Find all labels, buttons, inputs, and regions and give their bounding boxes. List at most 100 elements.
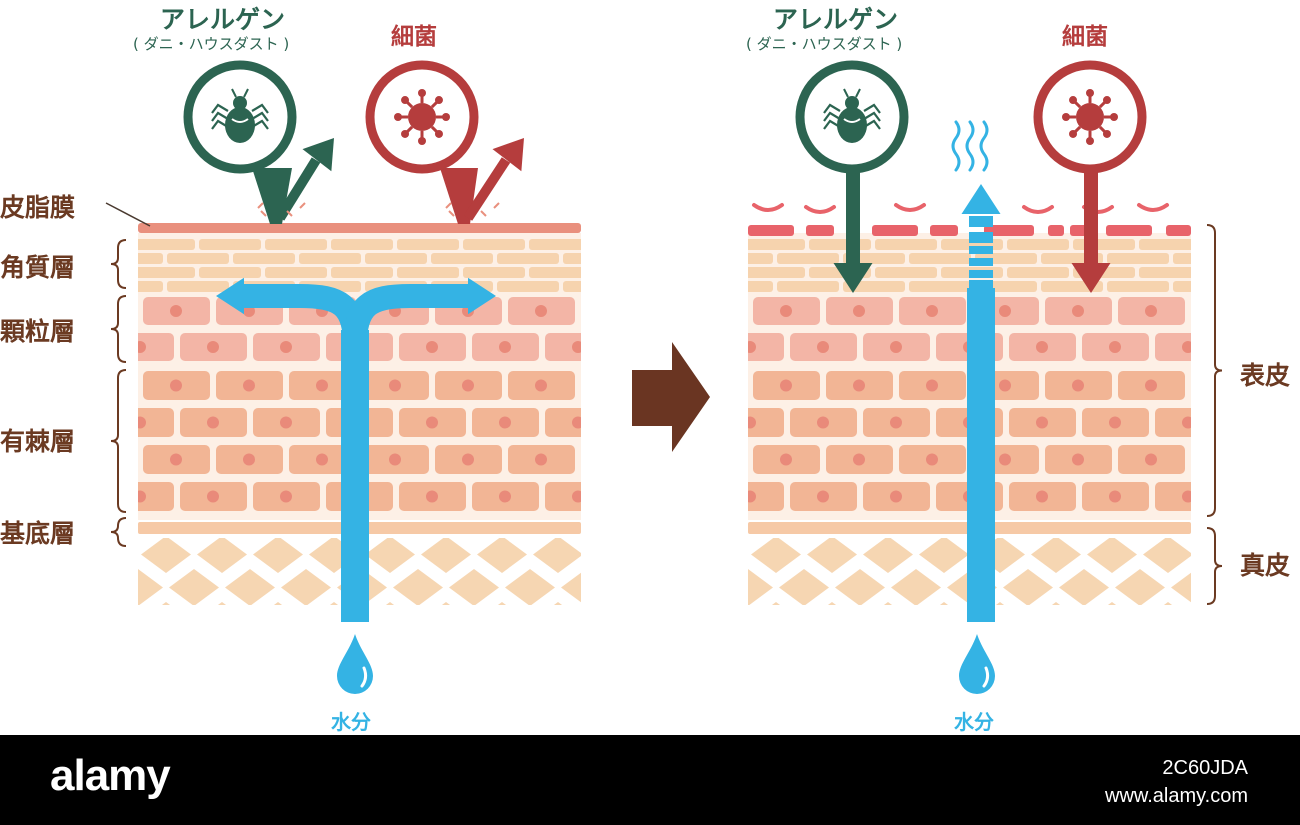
corneum-cell — [748, 281, 773, 292]
impact-spark — [260, 210, 267, 217]
corneum-cell — [138, 267, 195, 278]
water-branch-right — [343, 284, 470, 346]
epidermal-cell — [138, 333, 174, 361]
cell-nucleus — [426, 416, 438, 429]
corneum-cell — [265, 267, 327, 278]
dermis-cell — [141, 538, 191, 573]
cell-nucleus — [1072, 379, 1084, 392]
water-escape-arrowhead — [961, 184, 1001, 214]
water-escape-dash — [969, 280, 993, 288]
water-arrowhead-left — [216, 277, 244, 315]
water-escape-dash — [969, 246, 993, 254]
dermis-cell — [695, 536, 745, 573]
corneum-cell — [397, 267, 459, 278]
epidermal-cell — [748, 482, 784, 511]
cell-nucleus — [170, 453, 182, 466]
corneum-cell — [199, 239, 261, 250]
dermis-cell — [1115, 569, 1165, 605]
corneum-cell — [397, 239, 459, 250]
region-bracket — [1206, 527, 1223, 605]
cell-nucleus — [280, 490, 292, 503]
cell-nucleus — [280, 416, 292, 429]
bacteria-penetration-arrowhead — [1071, 263, 1111, 293]
allergen-penetration-shaft — [846, 160, 860, 266]
corneum-cell — [233, 253, 295, 264]
cell-nucleus — [207, 416, 219, 429]
water-escape-dash — [969, 232, 993, 243]
cell-nucleus — [1036, 341, 1048, 353]
corneum-cell — [331, 267, 393, 278]
dermis-cell — [827, 602, 837, 605]
impact-spark — [445, 202, 452, 209]
dermis-cell — [281, 569, 331, 605]
bacteria-bounce-shaft — [463, 157, 511, 221]
corneum-cell — [167, 253, 229, 264]
dermis-cell — [589, 602, 639, 639]
dermis-cell — [1051, 602, 1061, 605]
sebum-flake — [1022, 205, 1054, 214]
cell-nucleus — [243, 453, 255, 466]
right-bacteria-title: 細菌 — [1062, 24, 1108, 50]
left-water-label: 水分 — [331, 710, 371, 734]
cell-nucleus — [1036, 416, 1048, 429]
cell-nucleus — [138, 490, 146, 503]
water-escape-dash — [969, 258, 993, 266]
cell-nucleus — [1182, 416, 1191, 429]
cell-nucleus — [316, 379, 328, 392]
cell-nucleus — [572, 416, 581, 429]
epidermal-cell — [138, 482, 174, 511]
dermis-cell — [1087, 538, 1137, 573]
cell-nucleus — [748, 341, 756, 353]
dermis-cell — [161, 602, 171, 605]
water-drop-shine — [360, 666, 368, 688]
cell-nucleus — [999, 453, 1011, 466]
left-bacteria-title: 細菌 — [391, 24, 437, 50]
bacteria-icon — [1062, 89, 1118, 145]
epidermal-cell — [1155, 333, 1191, 361]
skin-cross-section-healthy — [85, 223, 639, 639]
corneum-cell — [563, 253, 581, 264]
cell-nucleus — [426, 341, 438, 353]
dermis-cell — [1143, 538, 1191, 573]
vapor-icon — [979, 120, 989, 172]
layer-bracket — [110, 517, 127, 547]
corneum-cell — [265, 239, 327, 250]
cell-nucleus — [853, 305, 865, 317]
cell-nucleus — [1072, 453, 1084, 466]
cell-nucleus — [1145, 305, 1157, 317]
corneum-cell — [748, 253, 773, 264]
cell-nucleus — [1145, 379, 1157, 392]
cell-nucleus — [817, 416, 829, 429]
cell-nucleus — [316, 453, 328, 466]
sebum-membrane — [138, 223, 581, 233]
cell-nucleus — [780, 379, 792, 392]
mite-icon — [211, 88, 269, 143]
dermis-cell — [751, 538, 801, 573]
dermis-cell — [85, 602, 135, 639]
corneum-cell — [748, 267, 805, 278]
right-allergen-title: アレルゲン — [773, 5, 899, 34]
label-spinous-layer: 有棘層 — [0, 427, 76, 456]
dermis-cell — [771, 602, 781, 605]
label-granular-layer: 顆粒層 — [0, 317, 76, 346]
cell-nucleus — [389, 379, 401, 392]
cell-nucleus — [170, 305, 182, 317]
layer-bracket — [110, 369, 127, 513]
water-drop-icon — [959, 634, 995, 694]
dermis-cell — [169, 569, 219, 605]
dermis-cell — [421, 538, 471, 573]
label-sebum-membrane: 皮脂膜 — [0, 193, 76, 222]
alamy-logo: alamy — [50, 751, 171, 800]
dermis-cell — [919, 538, 969, 573]
dermis-cell — [1163, 602, 1173, 605]
water-escape-column — [967, 288, 995, 622]
cell-nucleus — [170, 379, 182, 392]
dermis-cell — [1059, 569, 1109, 605]
cell-nucleus — [999, 379, 1011, 392]
allergen-bounce-arrowhead — [302, 138, 334, 172]
water-drop-shine — [982, 666, 990, 688]
dermis-cell — [807, 538, 857, 573]
corneum-cell — [463, 239, 525, 250]
corneum-cell — [497, 281, 559, 292]
cell-nucleus — [462, 379, 474, 392]
